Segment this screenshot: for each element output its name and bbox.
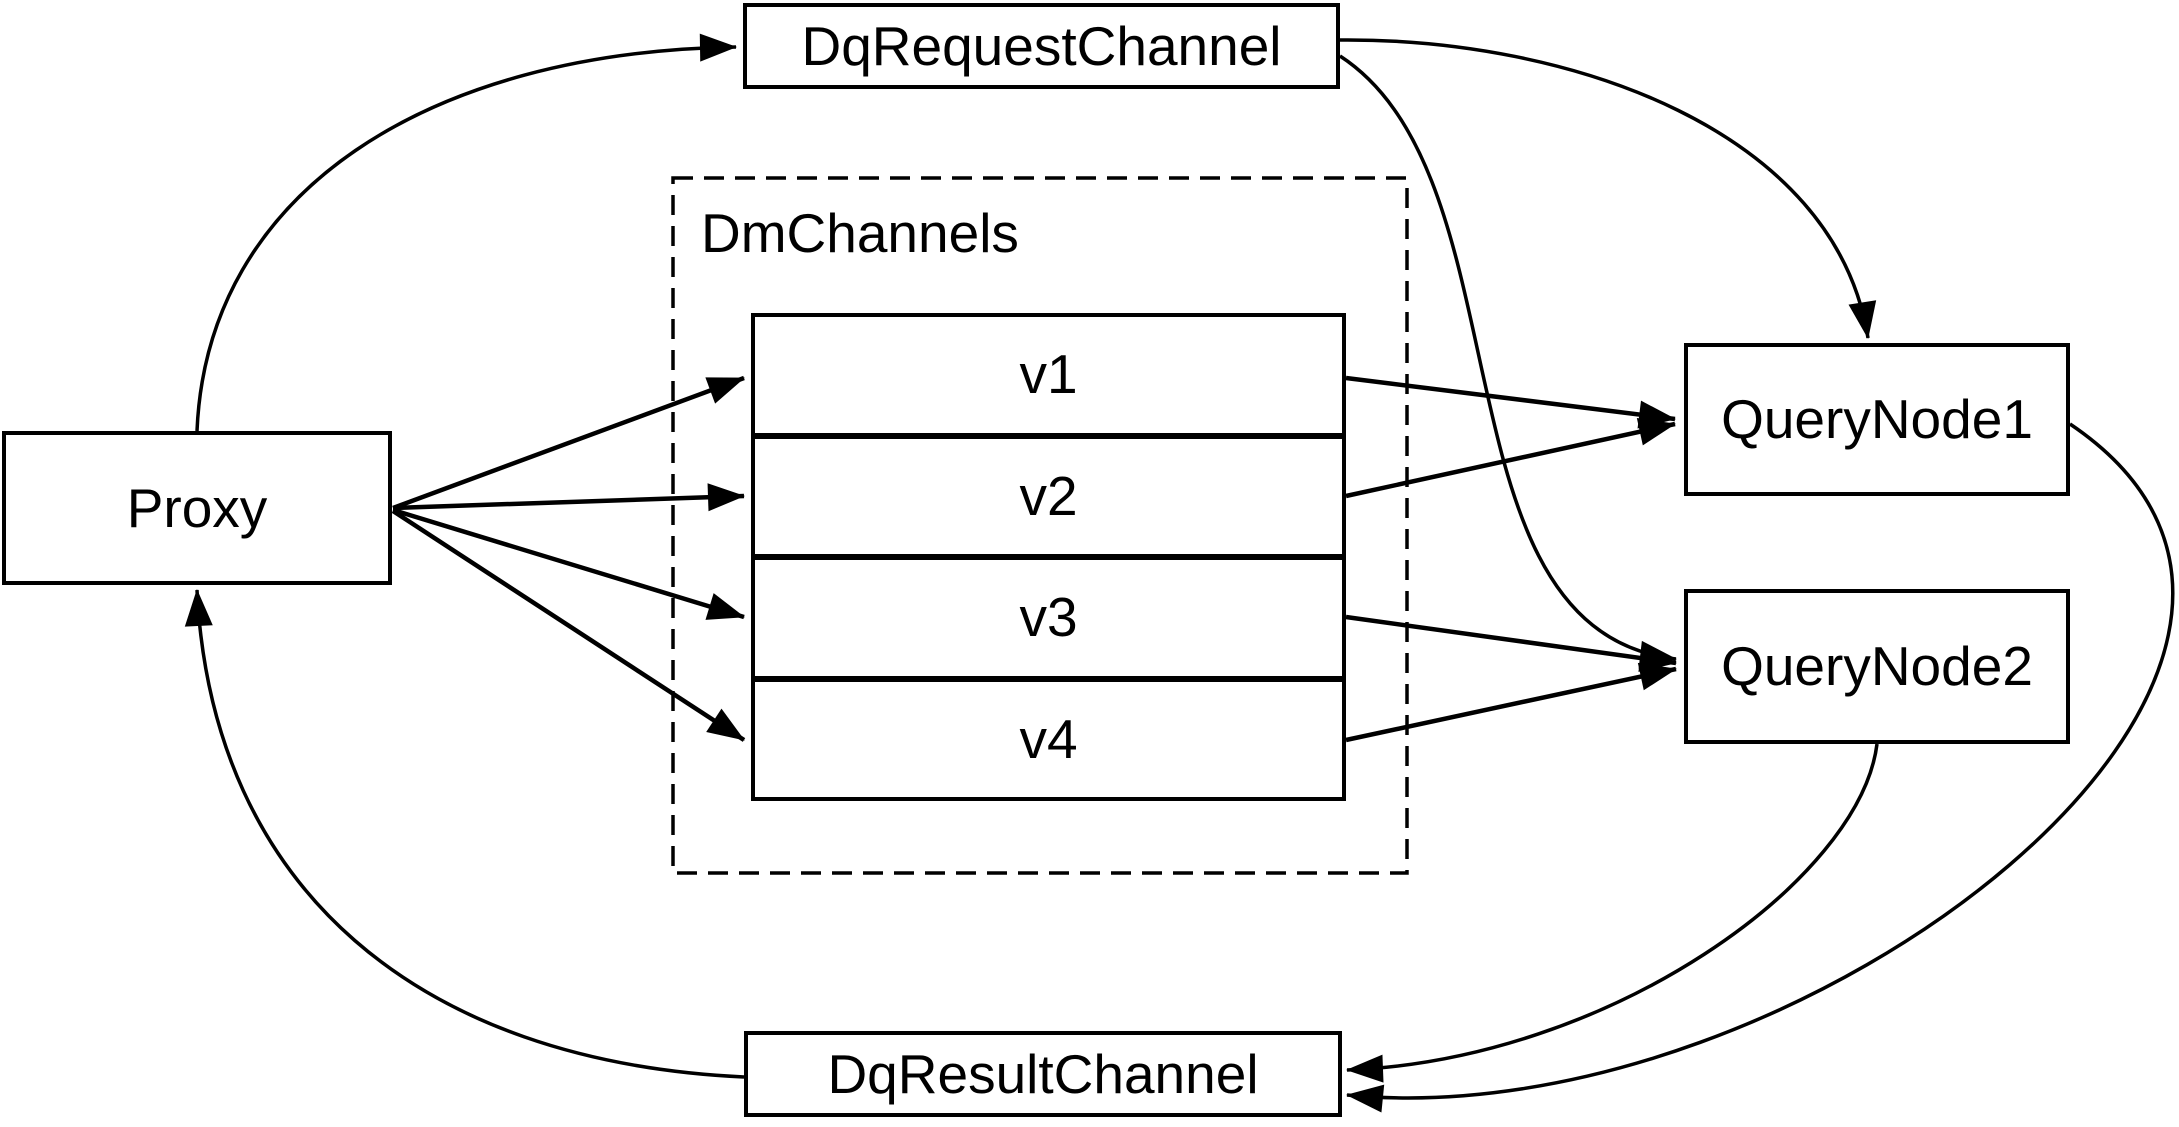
dq-request-channel-node: DqRequestChannel — [743, 3, 1340, 89]
channel-row-v2: v2 — [755, 432, 1342, 555]
dq-request-channel-label: DqRequestChannel — [801, 14, 1282, 77]
channel-row-v1: v1 — [1019, 343, 1078, 406]
edge-dqrequestchannel-to-querynode1 — [1339, 38, 1877, 339]
edge-proxy-to-v2 — [392, 483, 745, 512]
edge-proxy-to-v3 — [392, 507, 745, 620]
edge-querynode2-to-dqresultchannel — [1346, 743, 1879, 1083]
dq-result-channel-label: DqResultChannel — [827, 1042, 1259, 1105]
edge-v3-to-querynode2 — [1345, 614, 1677, 672]
edge-v2-to-querynode1 — [1345, 418, 1676, 499]
edge-proxy-to-v1 — [392, 375, 745, 511]
query-node-2-label: QueryNode2 — [1721, 635, 2033, 697]
dm-channel-table: v1 v2 v3 v4 — [751, 313, 1346, 801]
edge-proxy-to-dqrequestchannel — [195, 33, 737, 432]
edge-v1-to-querynode1 — [1345, 375, 1676, 429]
dm-channels-label: DmChannels — [701, 202, 1019, 264]
edge-dqresultchannel-to-proxy — [184, 589, 745, 1079]
channel-row-v4: v4 — [755, 675, 1342, 798]
proxy-node: Proxy — [2, 431, 392, 585]
edge-v4-to-querynode2 — [1345, 662, 1677, 743]
dq-result-channel-node: DqResultChannel — [744, 1031, 1342, 1117]
query-node-2: QueryNode2 — [1684, 589, 2070, 744]
edge-querynode1-to-dqresultchannel — [1346, 422, 2175, 1113]
proxy-label: Proxy — [126, 476, 268, 539]
edge-dqrequestchannel-to-querynode2 — [1339, 54, 1677, 669]
query-node-1: QueryNode1 — [1684, 343, 2070, 496]
channel-row-v3: v3 — [755, 554, 1342, 676]
query-node-1-label: QueryNode1 — [1721, 388, 2033, 450]
edge-proxy-to-v4 — [391, 509, 746, 742]
